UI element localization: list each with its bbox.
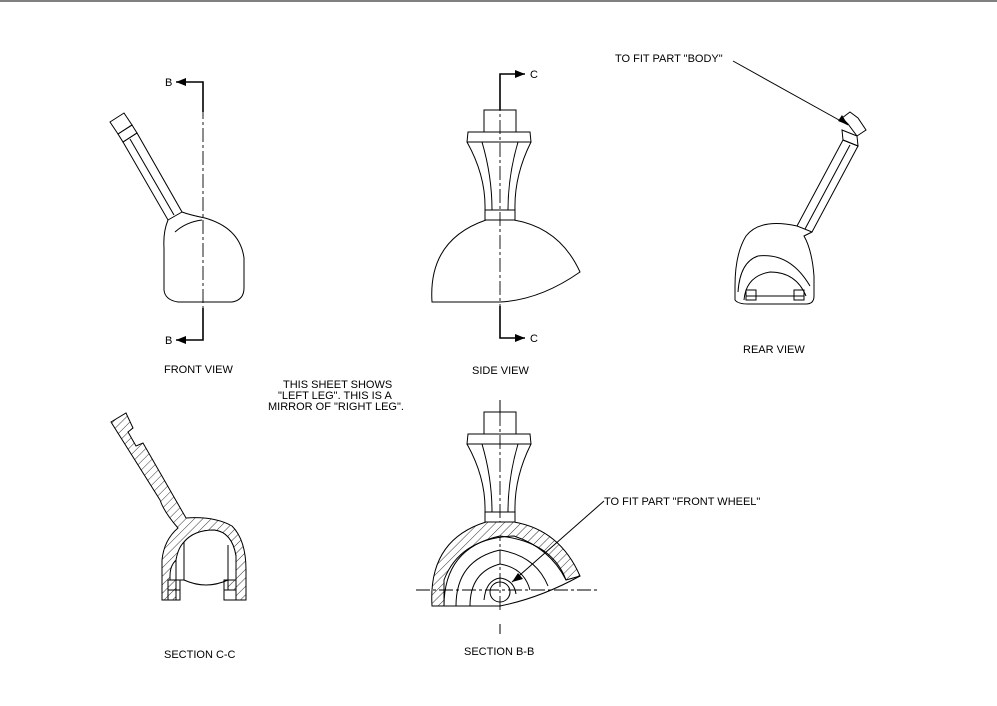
section-c-top-label: C — [530, 69, 538, 81]
note-line-1: THIS SHEET SHOWS — [283, 379, 392, 391]
sheet-note: THIS SHEET SHOWS "LEFT LEG". THIS IS A M… — [268, 379, 404, 413]
section-b-bottom-label: B — [165, 335, 172, 347]
front-wheel-callout-text: TO FIT PART "FRONT WHEEL" — [604, 496, 760, 508]
section-cc-view — [110, 412, 247, 601]
front-view-label: FRONT VIEW — [164, 364, 233, 376]
note-line-2: "LEFT LEG". THIS IS A — [278, 390, 392, 402]
section-cc-label: SECTION C-C — [164, 649, 236, 661]
side-view-label: SIDE VIEW — [472, 365, 529, 377]
section-c-bottom-label: C — [530, 333, 538, 345]
rear-view-label: REAR VIEW — [743, 344, 805, 356]
body-callout — [732, 60, 849, 126]
front-wheel-callout — [511, 500, 605, 583]
body-callout-text: TO FIT PART "BODY" — [615, 53, 723, 65]
section-bb-label: SECTION B-B — [464, 646, 534, 658]
note-line-3: MIRROR OF "RIGHT LEG". — [268, 401, 404, 413]
section-bb-view — [416, 400, 598, 634]
section-b-top-label: B — [165, 77, 172, 89]
side-view: C C — [431, 69, 581, 345]
front-view: B B — [109, 77, 245, 347]
rear-view — [734, 111, 867, 305]
